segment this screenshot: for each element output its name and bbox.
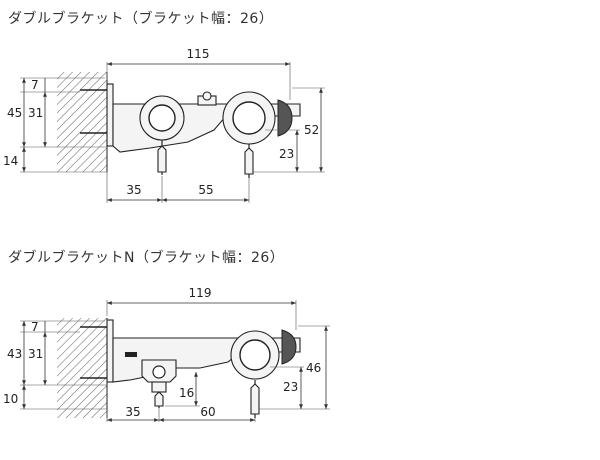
dim-left-inner-2: 31 xyxy=(28,347,43,361)
diagram-2-title: ダブルブラケットN（ブラケット幅：26） xyxy=(8,250,285,266)
dim-bottom-left-2: 35 xyxy=(125,405,140,419)
dim-left-outer-2: 43 xyxy=(7,347,22,361)
dim-left-inner-1: 31 xyxy=(28,106,43,120)
diagram-1: 115 45 31 7 14 52 23 35 55 xyxy=(3,47,325,203)
base-plate xyxy=(106,319,114,383)
dim-left-bottom-2: 10 xyxy=(3,392,18,406)
dim-hook-2: 16 xyxy=(179,386,194,400)
dim-right-outer-2: 46 xyxy=(306,361,321,375)
diagram-2: 119 43 31 7 10 46 23 16 35 60 xyxy=(3,286,330,422)
dim-top-1: 115 xyxy=(187,47,210,61)
dim-bottom-right-1: 55 xyxy=(198,183,213,197)
dim-left-bottom-1: 14 xyxy=(3,154,18,168)
dim-bottom-left-1: 35 xyxy=(126,183,141,197)
dim-left-top-1: 7 xyxy=(31,78,39,92)
dim-left-outer-1: 45 xyxy=(7,106,22,120)
diagram-1-title: ダブルブラケット（ブラケット幅：26） xyxy=(8,11,274,27)
wall-hatch xyxy=(57,72,107,172)
base-plate xyxy=(106,83,114,147)
wall-hatch xyxy=(57,318,107,418)
end-knob xyxy=(281,329,297,365)
dim-right-inner-1: 23 xyxy=(279,147,294,161)
dim-right-outer-1: 52 xyxy=(304,123,319,137)
dim-bottom-right-2: 60 xyxy=(200,405,215,419)
dim-right-inner-2: 23 xyxy=(283,380,298,394)
end-knob xyxy=(277,99,293,137)
dim-top-2: 119 xyxy=(189,286,212,300)
dim-left-top-2: 7 xyxy=(31,320,39,334)
